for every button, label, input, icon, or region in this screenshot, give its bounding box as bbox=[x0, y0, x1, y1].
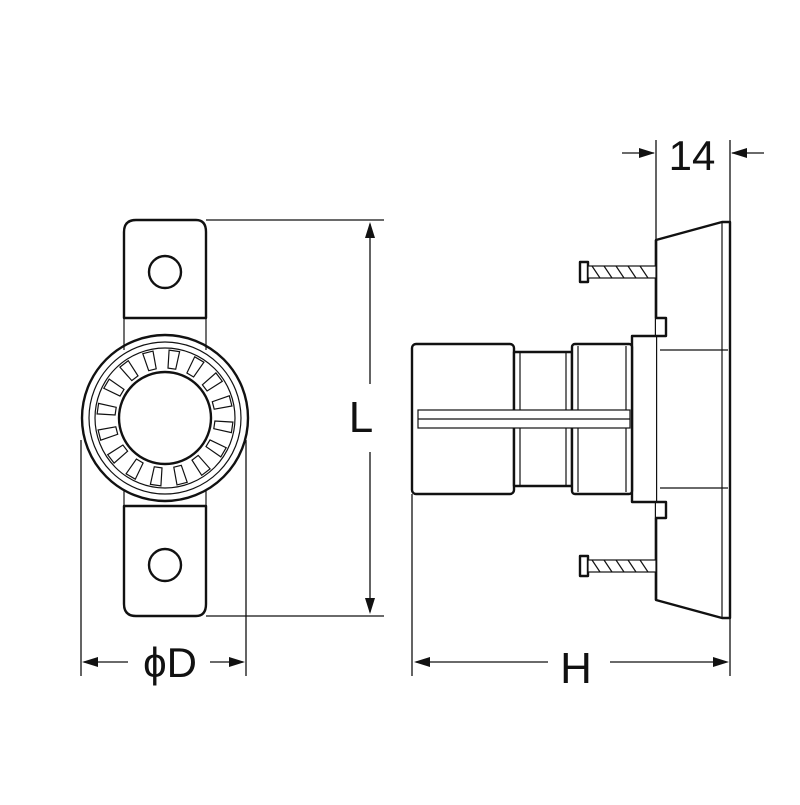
bracket-tab-bottom bbox=[122, 504, 208, 618]
gripper-tooth bbox=[205, 439, 228, 458]
dim-diameter-label: ϕD bbox=[143, 639, 197, 686]
bore bbox=[117, 370, 213, 466]
gripper-tooth bbox=[119, 359, 139, 382]
gripper-tooth bbox=[167, 349, 181, 370]
gripper-tooth bbox=[149, 466, 163, 487]
dim-flange-width-label: 14 bbox=[669, 132, 716, 179]
dim-height-label: H bbox=[560, 644, 592, 693]
gripper-tooth bbox=[201, 372, 224, 392]
gripper-tooth bbox=[97, 426, 119, 441]
gripper-tooth bbox=[102, 378, 125, 397]
gripper-tooth bbox=[142, 350, 157, 372]
screw-top bbox=[578, 260, 657, 284]
mounting-hole-bottom bbox=[147, 547, 183, 583]
gripper-tooth bbox=[173, 464, 188, 486]
gripper-tooth bbox=[106, 444, 129, 464]
side-view bbox=[410, 220, 732, 620]
gripper-tooth bbox=[211, 395, 233, 410]
dim-length-label: L bbox=[349, 393, 373, 442]
outer-ring bbox=[80, 333, 250, 503]
front-view bbox=[80, 218, 250, 618]
gripper-teeth bbox=[96, 349, 234, 487]
gripper-tooth bbox=[191, 454, 211, 477]
gripper-tooth bbox=[213, 420, 234, 434]
gripper-tooth bbox=[96, 402, 117, 416]
gripper-tooth bbox=[125, 458, 144, 481]
flange-plate bbox=[654, 220, 732, 620]
bracket-tabs bbox=[122, 218, 208, 320]
mounting-hole-top bbox=[147, 254, 183, 290]
gripper-tooth bbox=[186, 355, 205, 378]
screw-bottom bbox=[578, 554, 657, 578]
dimension-lines: ϕD L H 14 bbox=[80, 132, 764, 693]
